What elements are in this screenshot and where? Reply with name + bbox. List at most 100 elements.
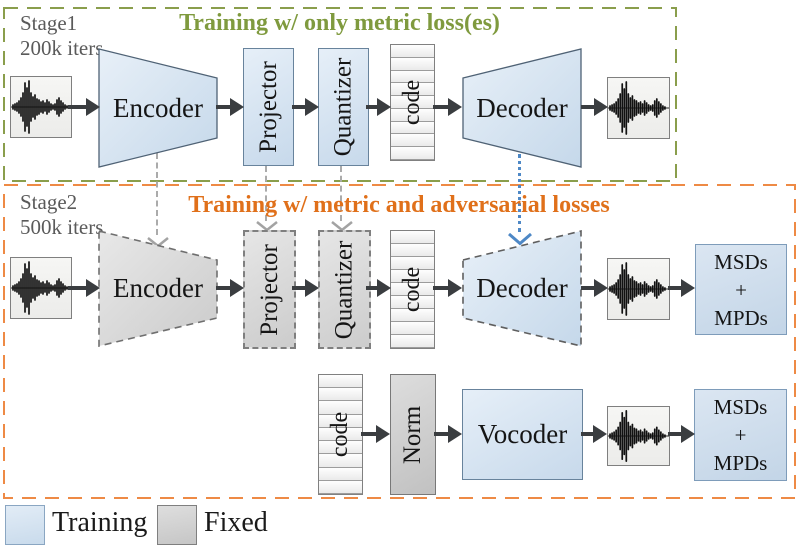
discriminators-stage2: MSDs + MPDs [695,244,787,335]
projector-stage2: Projector [243,230,296,349]
waveform-icon [11,261,71,315]
code-cell [319,388,362,402]
output-waveform-stage2 [607,258,670,320]
arrow-code-to-norm [361,432,376,436]
code-cell [319,414,362,428]
code-cell [391,147,434,161]
code-cell [319,467,362,481]
waveform-icon [608,262,669,316]
projector-stage1-label: Projector [254,61,282,153]
code-cell [391,134,434,148]
code-cell [391,270,434,283]
quantizer-stage1: Quantizer [318,48,369,166]
output-waveform-vocoder [607,406,670,466]
code-cell [391,70,434,84]
norm-block: Norm [390,374,436,495]
arrow-quantizer-to-code-s1 [366,105,377,109]
quantizer-transfer-line [340,166,342,221]
arrow-projector-to-quantizer-s2 [292,286,305,290]
code-cell [391,83,434,97]
arrow-wave-to-encoder-s1 [68,105,86,109]
arrow-wave-to-encoder-s2 [68,286,86,290]
input-waveform-stage1 [10,76,72,138]
code-cell [319,480,362,494]
decoder-stage1: Decoder [462,48,582,168]
quantizer-stage1-label: Quantizer [329,57,357,157]
code-stage1-label: code [399,79,425,126]
msds-label: MSDs [714,249,768,274]
output-waveform-stage1 [607,77,670,139]
arrow-norm-to-vocoder [434,432,448,436]
code-cell [319,441,362,455]
code-cell [319,401,362,415]
arrow-decoder-to-wave-s2 [581,286,594,290]
arrow-wave-to-discriminators-vocoder [668,432,681,436]
encoder-stage2: Encoder [98,230,218,347]
code-cell [391,96,434,109]
code-stack-stage1: code [390,44,435,161]
stage2-label: Stage2 500k iters [20,190,103,240]
quantizer-stage2: Quantizer [318,230,371,349]
stage1-iterations: 200k iters [20,36,104,60]
code-cell [319,427,362,442]
code-cell [391,57,434,71]
stage2-boundary [3,184,796,499]
code-cell [319,375,362,389]
arrow-code-to-decoder-s2 [433,286,448,290]
stage1-name: Stage1 [20,11,78,35]
arrow-projector-to-quantizer-s1 [292,105,305,109]
arrow-quantizer-to-code-s2 [366,286,377,290]
projector-transfer-line [265,166,267,221]
code-vocoder-branch-label: code [327,411,353,458]
arrow-decoder-to-wave-s1 [581,105,594,109]
waveform-icon [11,80,71,134]
code-cell [391,309,434,322]
code-cell [391,121,434,135]
code-cell [391,257,434,270]
arrow-code-to-decoder-s1 [433,105,448,109]
decoder-stage1-label: Decoder [476,93,567,123]
projector-stage1: Projector [243,48,294,166]
stage1-title: Training w/ only metric loss(es) [179,10,500,36]
decoder-stage2: Decoder [462,230,582,347]
code-cell [391,335,434,348]
code-cell [391,296,434,309]
code-cell [391,231,434,244]
code-stack-vocoder-branch: code [318,374,363,495]
plus-label: + [735,277,747,302]
stage2-name: Stage2 [20,190,78,214]
discriminators-vocoder: MSDs + MPDs [694,389,787,481]
code-cell [391,283,434,296]
code-cell [391,45,434,58]
waveform-icon [608,410,669,462]
projector-stage2-label: Projector [255,243,283,336]
legend-training-label: Training [52,507,148,538]
stage2-title: Training w/ metric and adversarial losse… [188,192,610,218]
msds-label: MSDs [713,395,768,419]
waveform-icon [608,81,669,135]
encoder-stage1: Encoder [98,48,218,168]
norm-label: Norm [399,405,427,464]
decoder-stage2-label: Decoder [476,273,567,303]
code-cell [319,454,362,468]
encoder-stage1-label: Encoder [113,93,203,123]
mpds-label: MPDs [714,305,768,330]
input-waveform-stage2 [10,257,72,319]
legend-training-swatch [5,505,45,545]
encoder-transfer-line [156,153,158,235]
mpds-label: MPDs [713,451,768,475]
encoder-stage2-label: Encoder [113,273,203,303]
plus-label: + [734,423,747,447]
code-stack-stage2: code [390,230,435,349]
arrow-vocoder-to-wave [581,432,593,436]
code-stage2-label: code [399,266,425,313]
stage2-iterations: 500k iters [20,215,104,239]
arrow-encoder-to-projector-s1 [216,105,230,109]
decoder-transfer-line [518,154,521,232]
code-cell [391,244,434,257]
legend-fixed-label: Fixed [204,507,268,538]
arrow-encoder-to-projector-s2 [216,286,230,290]
quantizer-stage2-label: Quantizer [330,240,358,339]
stage1-label: Stage1 200k iters [20,11,103,61]
